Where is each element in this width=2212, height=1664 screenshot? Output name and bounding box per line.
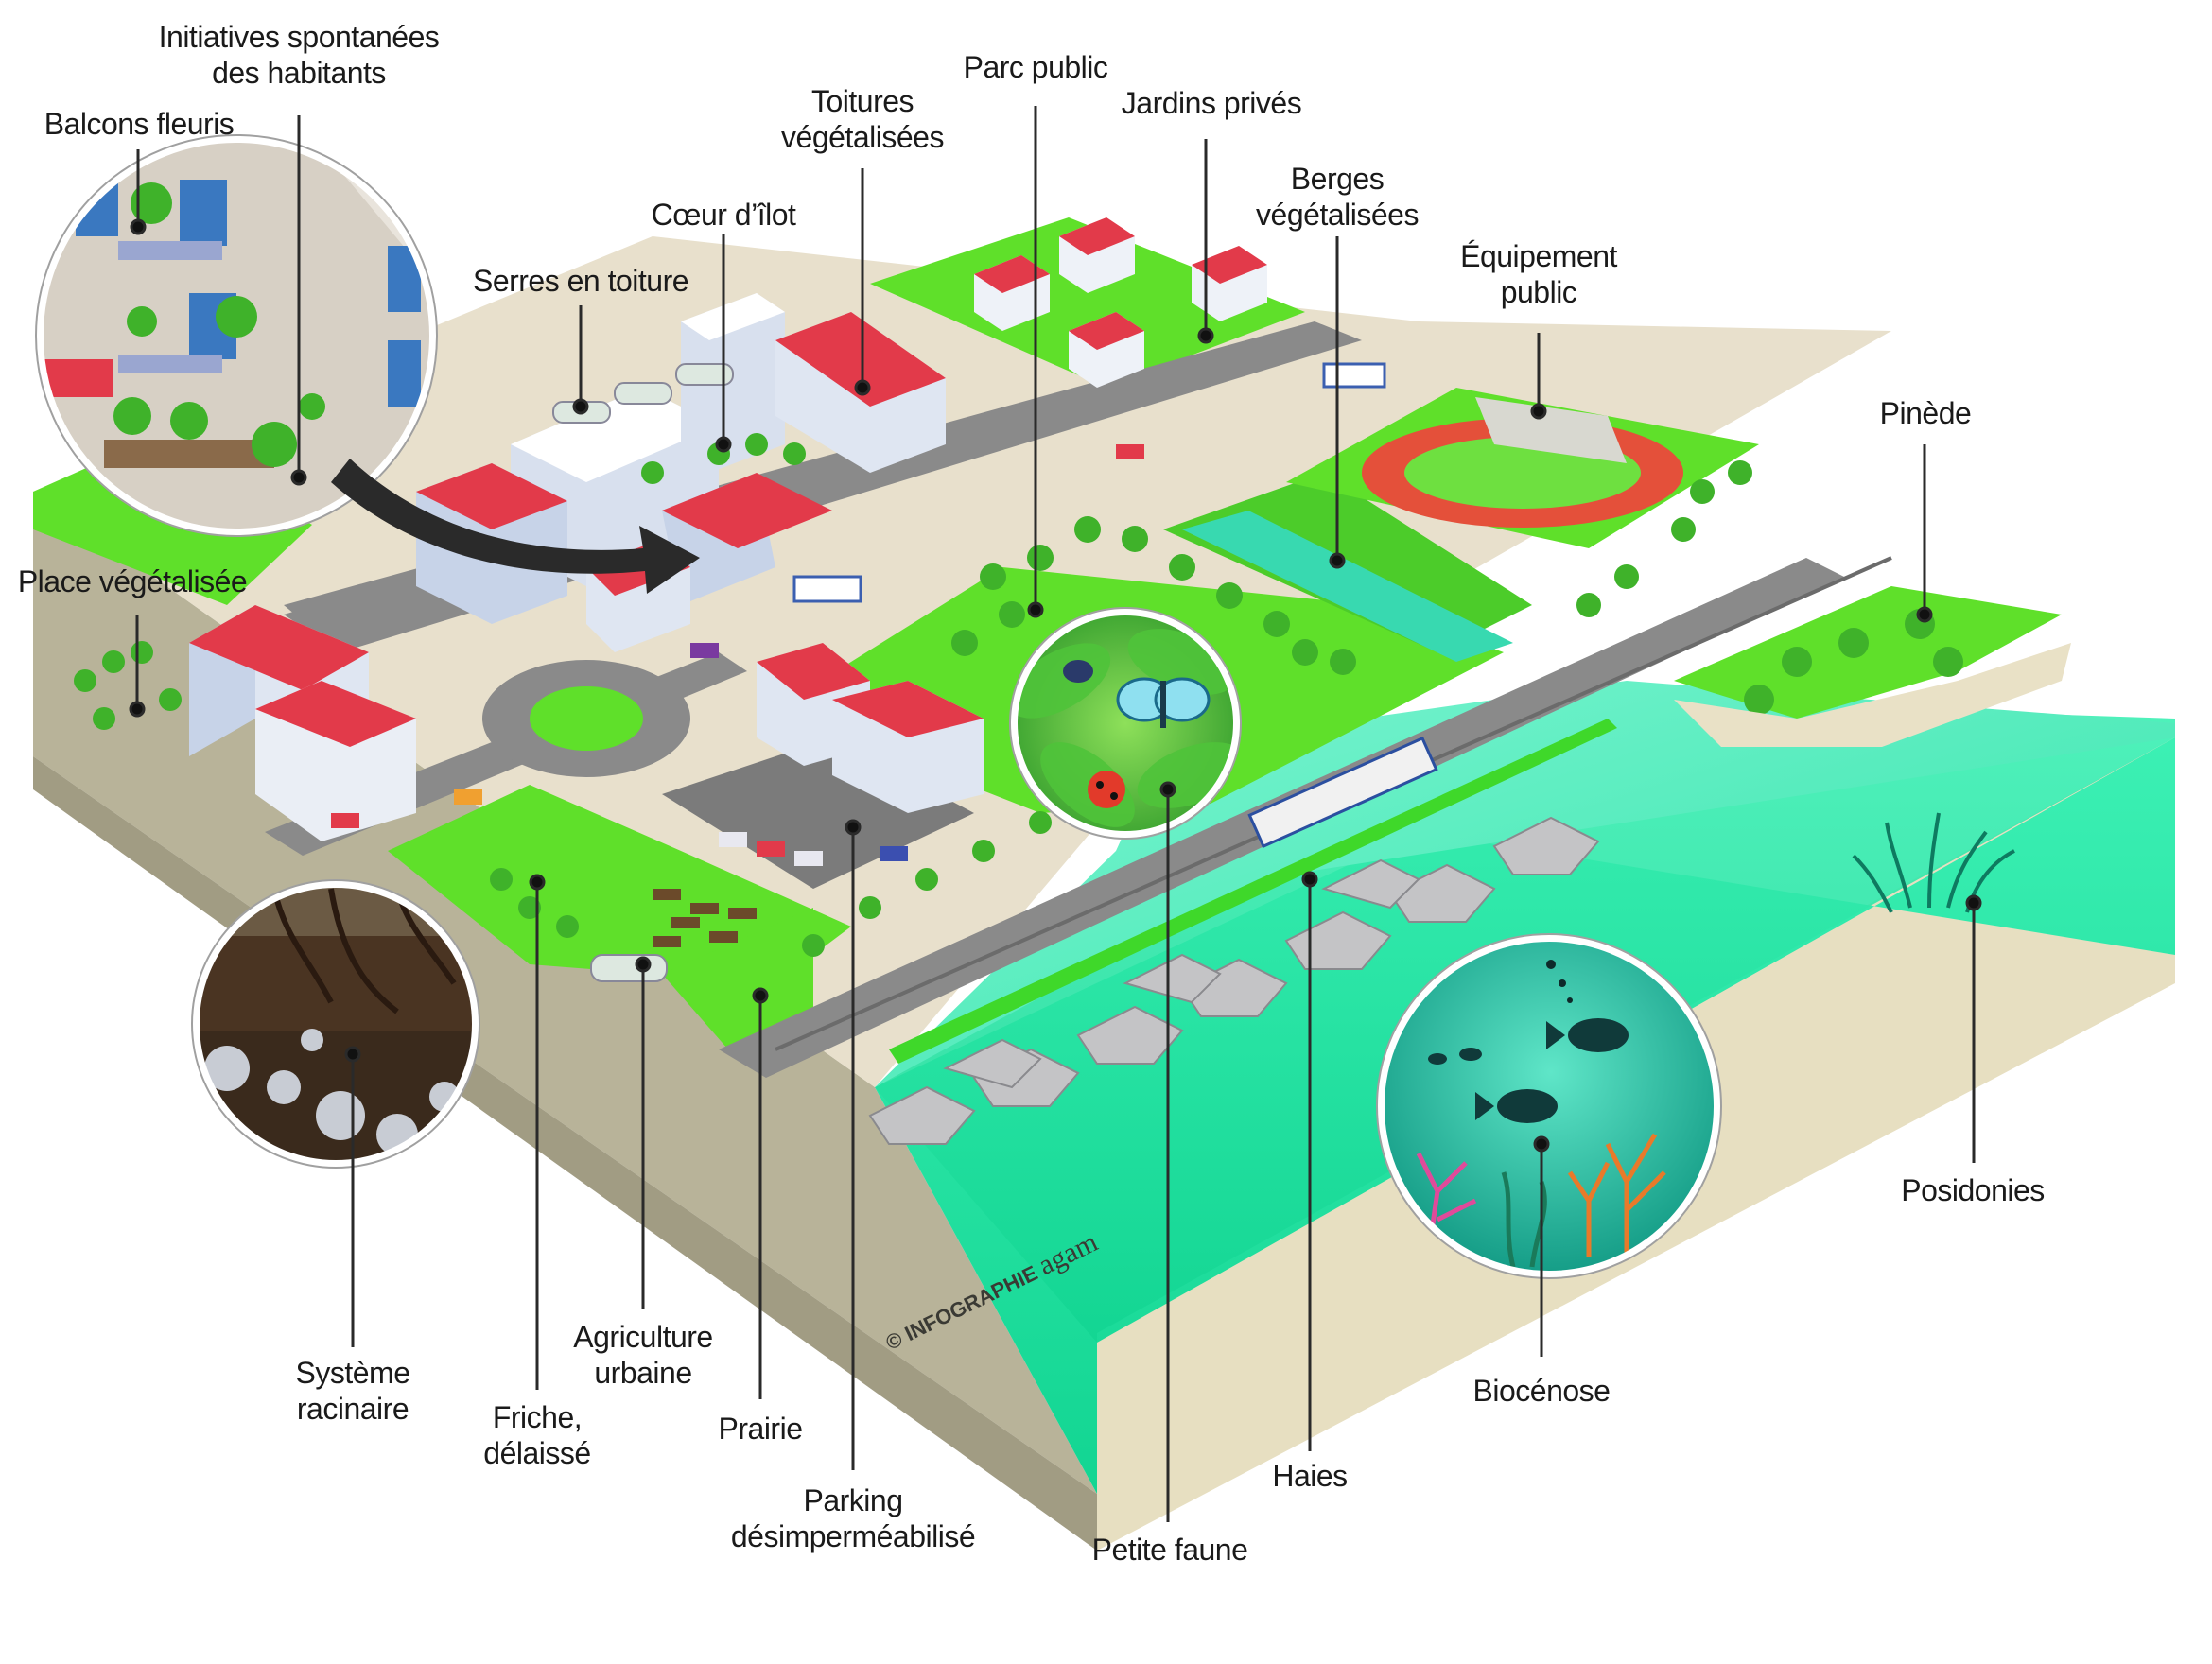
vegetable-plots — [653, 889, 757, 947]
label-prairie: Prairie — [590, 1411, 931, 1447]
label-agriculture-line1: Agriculture — [573, 1320, 713, 1354]
label-initiatives-line2: des habitants — [212, 56, 386, 90]
pinede-cliff — [1674, 643, 2071, 747]
butterfly-icon — [1116, 677, 1211, 728]
grass-pinede — [1674, 586, 2062, 719]
label-toitures-line2: végétalisées — [781, 120, 944, 154]
grass-prairie — [662, 908, 813, 1049]
label-jardins-line1: Jardins privés — [1121, 86, 1302, 120]
label-systeme-line2: racinaire — [296, 1392, 409, 1426]
label-serres: Serres en toiture — [410, 263, 751, 299]
vehicles — [331, 362, 1438, 849]
label-parking-line2: désimperméabilisé — [730, 1519, 976, 1553]
hedge — [889, 719, 1617, 1064]
label-jardins: Jardins privés — [1041, 85, 1382, 121]
label-petite-faune: Petite faune — [1000, 1532, 1340, 1568]
label-parc-line1: Parc public — [963, 50, 1108, 84]
label-toitures-line1: Toitures — [810, 84, 914, 118]
label-pinede-line1: Pinède — [1879, 396, 1972, 430]
stadium-stand — [1475, 397, 1627, 463]
label-equipement-line1: Équipement — [1460, 239, 1617, 273]
label-coeur-line1: Cœur d’îlot — [651, 198, 796, 232]
zoom-biocenose — [1376, 933, 1722, 1279]
agri-greenhouse — [590, 954, 668, 982]
leader-lines — [129, 106, 1982, 1522]
label-petite-faune-line1: Petite faune — [1091, 1533, 1248, 1567]
label-parking: Parking désimperméabilisé — [683, 1482, 1023, 1554]
label-agriculture-line2: urbaine — [594, 1356, 692, 1390]
label-equipement-line2: public — [1500, 275, 1577, 309]
label-serres-line1: Serres en toiture — [472, 264, 689, 298]
label-berges-line1: Berges — [1290, 162, 1385, 196]
label-balcons-line1: Balcons fleuris — [44, 107, 235, 141]
label-friche-line1: Friche, — [492, 1400, 583, 1434]
label-balcons: Balcons fleuris — [0, 106, 309, 142]
ladybug-icon — [1088, 771, 1125, 808]
parked-cars — [719, 832, 908, 866]
label-posidonies-line1: Posidonies — [1901, 1173, 2045, 1207]
label-biocenose-line1: Biocénose — [1472, 1374, 1611, 1408]
label-initiatives: Initiatives spontanées des habitants — [129, 19, 469, 91]
zoom-balcons — [35, 134, 438, 537]
buildings — [189, 217, 1267, 841]
label-agriculture: Agriculture urbaine — [473, 1319, 813, 1391]
label-pinede: Pinède — [1755, 395, 2096, 431]
label-place: Place végétalisée — [0, 563, 303, 599]
label-systeme-line1: Système — [295, 1356, 410, 1390]
label-initiatives-line1: Initiatives spontanées — [158, 20, 440, 54]
breakwater-rocks — [868, 816, 1600, 1145]
label-parking-line1: Parking — [803, 1483, 904, 1517]
label-biocenose: Biocénose — [1371, 1373, 1712, 1409]
fish-icon — [1428, 1018, 1629, 1123]
beetle-icon — [1063, 660, 1093, 683]
zoom-faune — [1009, 607, 1242, 840]
label-coeur: Cœur d’îlot — [553, 197, 894, 233]
label-systeme: Système racinaire — [183, 1355, 523, 1427]
label-prairie-line1: Prairie — [718, 1412, 803, 1446]
label-haies: Haies — [1140, 1458, 1480, 1494]
label-berges-line2: végétalisées — [1256, 198, 1419, 232]
coral-icon — [1567, 1133, 1666, 1257]
label-place-line1: Place végétalisée — [17, 564, 248, 598]
zoom-arrow — [331, 459, 700, 594]
roundabout-center — [530, 686, 643, 751]
label-berges: Berges végétalisées — [1167, 161, 1507, 233]
label-equipement: Équipement public — [1368, 238, 1709, 310]
trees — [74, 433, 1963, 957]
label-posidonies: Posidonies — [1803, 1172, 2143, 1208]
label-parc: Parc public — [865, 49, 1206, 85]
label-haies-line1: Haies — [1272, 1459, 1348, 1493]
label-friche-line2: délaissé — [483, 1436, 591, 1470]
canal — [1182, 511, 1513, 662]
roof-greenhouses — [552, 363, 734, 424]
grass-jardins — [870, 217, 1305, 388]
label-friche: Friche, délaissé — [367, 1399, 707, 1471]
label-toitures: Toitures végétalisées — [692, 83, 1033, 155]
